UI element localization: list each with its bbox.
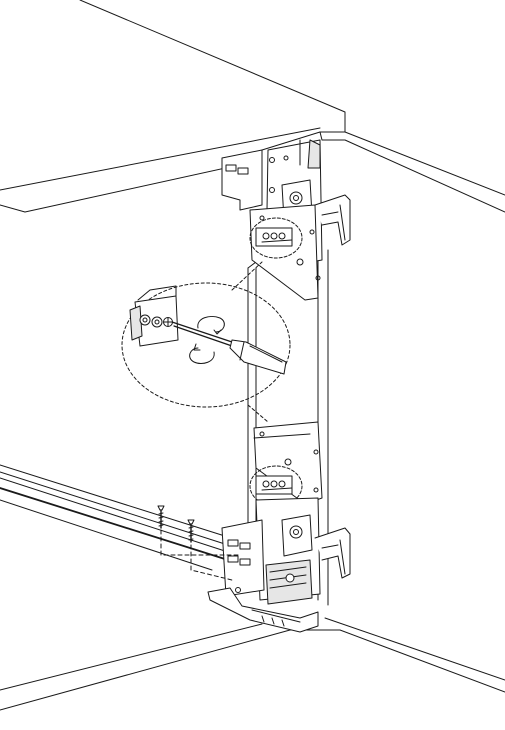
drawer-rails	[0, 464, 229, 571]
screw-icon	[157, 505, 195, 543]
top-hinge-assembly	[221, 139, 351, 301]
screwdriver-icon	[171, 321, 287, 375]
cam-bracket-closeup	[129, 285, 179, 347]
bottom-adjuster-cam	[249, 465, 303, 507]
screw-guide-lines	[160, 529, 241, 581]
magnified-callout	[121, 261, 291, 423]
top-adjuster-cam	[249, 217, 303, 259]
rotate-clockwise-icon	[197, 315, 225, 335]
bottom-hinge-assembly	[207, 421, 351, 633]
cabinet-top-panel	[0, 0, 505, 213]
rotate-counterclockwise-icon	[189, 343, 215, 365]
cabinet-bottom-panel	[0, 617, 505, 711]
